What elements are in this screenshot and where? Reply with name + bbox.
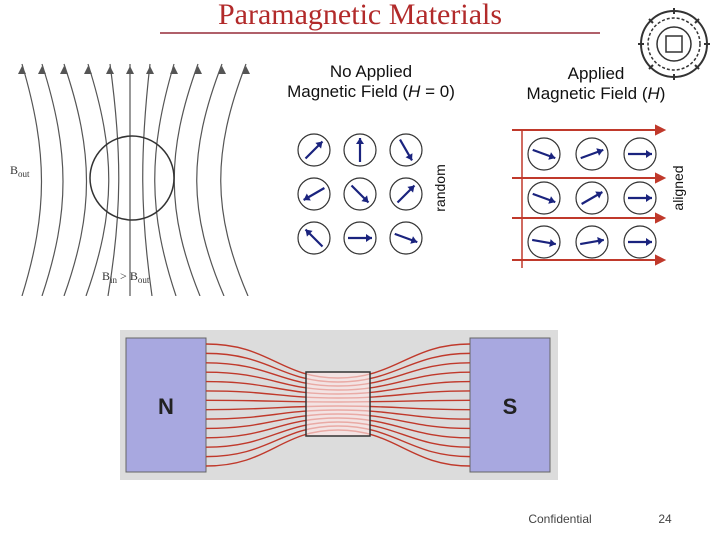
north-pole — [125, 337, 207, 473]
dipole-arrow — [297, 221, 331, 255]
paramagnetic-sample — [305, 371, 371, 437]
dipole-arrow — [389, 221, 423, 255]
dipole-arrow — [527, 225, 561, 259]
label-aligned: aligned — [670, 165, 686, 211]
field-line — [107, 63, 120, 296]
label-b-out: Bout — [10, 163, 30, 179]
sample-circle — [89, 135, 175, 221]
title-divider — [160, 32, 600, 34]
dipole-arrow — [623, 225, 657, 259]
field-line — [85, 63, 110, 296]
caption-no-applied-field: No Applied Magnetic Field (H = 0) — [287, 62, 455, 101]
pole-label-n: N — [158, 394, 174, 419]
label-bin-gt-bout: Bin>Bout — [102, 269, 150, 285]
field-line — [41, 63, 64, 296]
magnet-field-illustration: N S — [120, 330, 558, 480]
dipole-arrow — [623, 137, 657, 171]
dipole-arrow — [527, 137, 561, 171]
dipole-arrow — [389, 133, 423, 167]
dipole-arrow — [623, 181, 657, 215]
caption-applied-field: Applied Magnetic Field (H) — [526, 64, 666, 103]
random-dipoles-grid — [297, 133, 423, 255]
pole-label-s: S — [503, 394, 518, 419]
dipole-arrow — [575, 225, 609, 259]
slide-title: Paramagnetic Materials — [217, 0, 503, 31]
footer-confidential: Confidential — [528, 512, 592, 526]
dipole-arrow — [297, 133, 331, 167]
field-line — [220, 63, 249, 296]
field-line — [196, 63, 225, 296]
dipole-arrow — [389, 177, 423, 211]
field-line — [173, 63, 201, 296]
dipole-arrow — [575, 137, 609, 171]
footer-page-number: 24 — [658, 512, 672, 526]
field-line — [63, 63, 88, 296]
field-line — [142, 63, 153, 296]
dipole-arrow — [343, 221, 377, 255]
field-line — [21, 63, 43, 296]
dipole-arrow — [343, 177, 377, 211]
dipole-arrow — [343, 133, 377, 167]
dipole-arrow — [575, 181, 609, 215]
dipole-arrow — [527, 181, 561, 215]
university-seal-logo — [638, 8, 710, 80]
field-lines-diagram: Bout Bin>Bout — [10, 63, 250, 296]
field-line — [154, 63, 177, 296]
south-pole — [469, 337, 551, 473]
aligned-dipoles-grid — [512, 124, 667, 268]
dipole-arrow — [297, 177, 331, 211]
